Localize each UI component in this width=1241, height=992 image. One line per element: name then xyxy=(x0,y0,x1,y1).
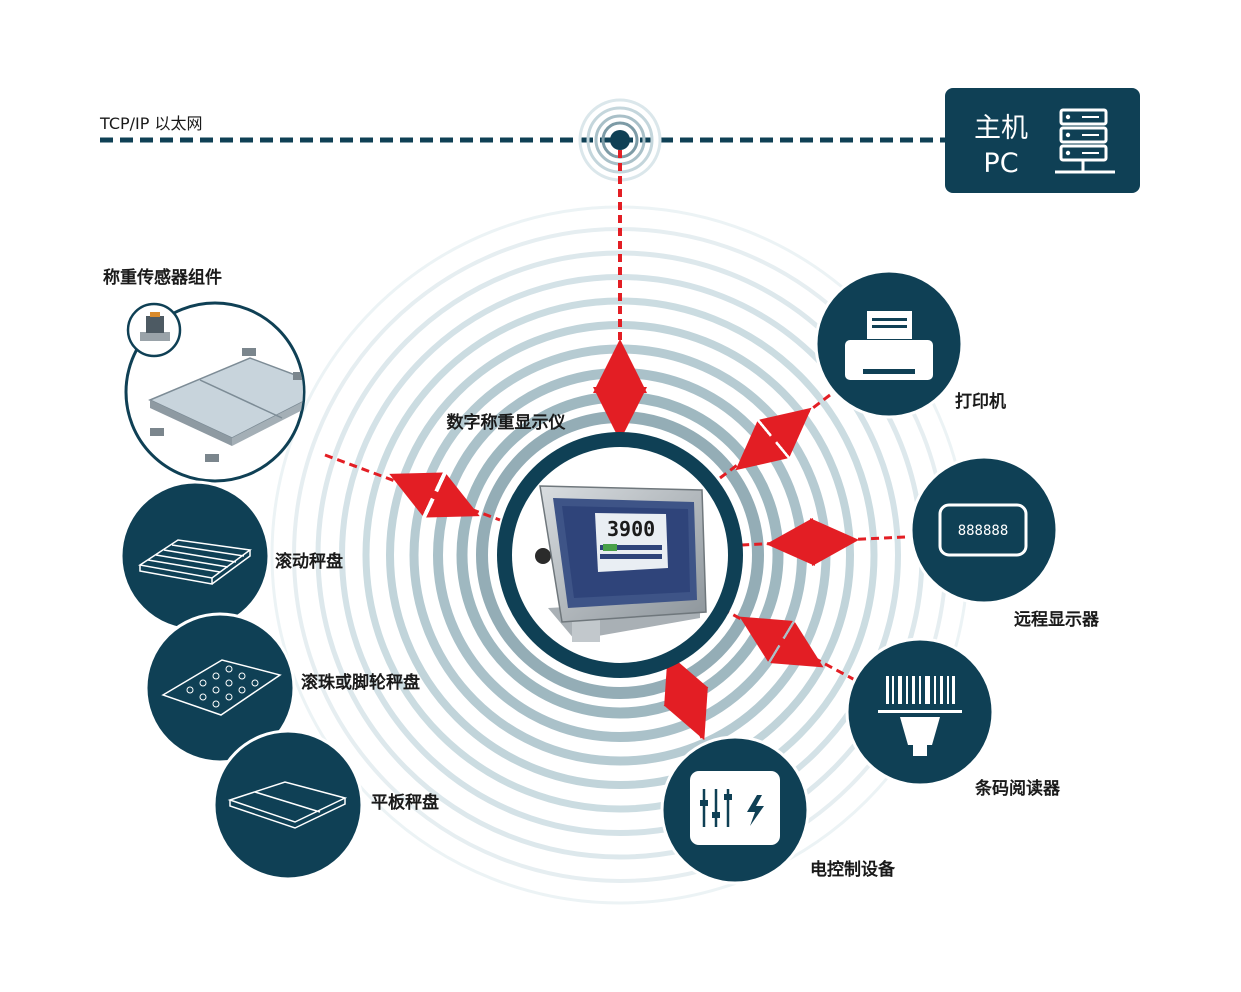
weighing-indicator-icon: 3900 xyxy=(535,485,707,642)
device-links xyxy=(324,393,906,741)
remote-display-digits: 888888 xyxy=(958,523,1009,539)
indicator-reading: 3900 xyxy=(607,517,655,541)
barcode-reader-device: 条码阅读器 xyxy=(845,637,1061,799)
network-label: TCP/IP 以太网 xyxy=(99,114,203,133)
control-panel-icon xyxy=(690,771,780,845)
load-cell-assembly: 称重传感器组件 xyxy=(103,267,306,483)
indicator-label: 数字称重显示仪 xyxy=(447,412,567,433)
ball-platform: 滚珠或脚轮秤盘 xyxy=(144,612,420,764)
host-pc-box: 主机 PC xyxy=(945,88,1140,193)
printer-device: 打印机 xyxy=(814,269,1006,419)
flat-platform-label: 平板秤盘 xyxy=(371,792,439,813)
remote-display-icon: 888888 xyxy=(938,503,1028,557)
roller-platform: 滚动秤盘 xyxy=(119,480,343,632)
electric-control-label: 电控制设备 xyxy=(810,859,896,880)
remote-display-device: 888888 远程显示器 xyxy=(909,455,1100,630)
host-label-line2: PC xyxy=(983,148,1018,179)
printer-icon xyxy=(845,311,933,380)
barcode-icon xyxy=(878,676,962,756)
load-cell-label: 称重传感器组件 xyxy=(103,267,222,288)
electric-control-device: 电控制设备 xyxy=(660,735,896,885)
platform-frame-image xyxy=(148,348,303,462)
ball-transfer-icon xyxy=(161,659,282,716)
ethernet-line: TCP/IP 以太网 xyxy=(99,114,945,143)
host-label-line1: 主机 xyxy=(974,113,1028,144)
flat-plate-icon xyxy=(227,781,348,829)
roller-conveyor-icon xyxy=(138,539,252,585)
remote-display-label: 远程显示器 xyxy=(1014,610,1100,630)
server-icon xyxy=(1055,108,1115,174)
roller-platform-label: 滚动秤盘 xyxy=(275,551,343,572)
barcode-reader-label: 条码阅读器 xyxy=(974,778,1061,799)
ball-platform-label: 滚珠或脚轮秤盘 xyxy=(301,672,420,693)
weighing-indicator: 3900 数字称重显示仪 xyxy=(447,412,743,678)
printer-label: 打印机 xyxy=(955,391,1006,412)
flat-platform: 平板秤盘 xyxy=(212,729,439,881)
load-cell-icon xyxy=(126,302,182,358)
